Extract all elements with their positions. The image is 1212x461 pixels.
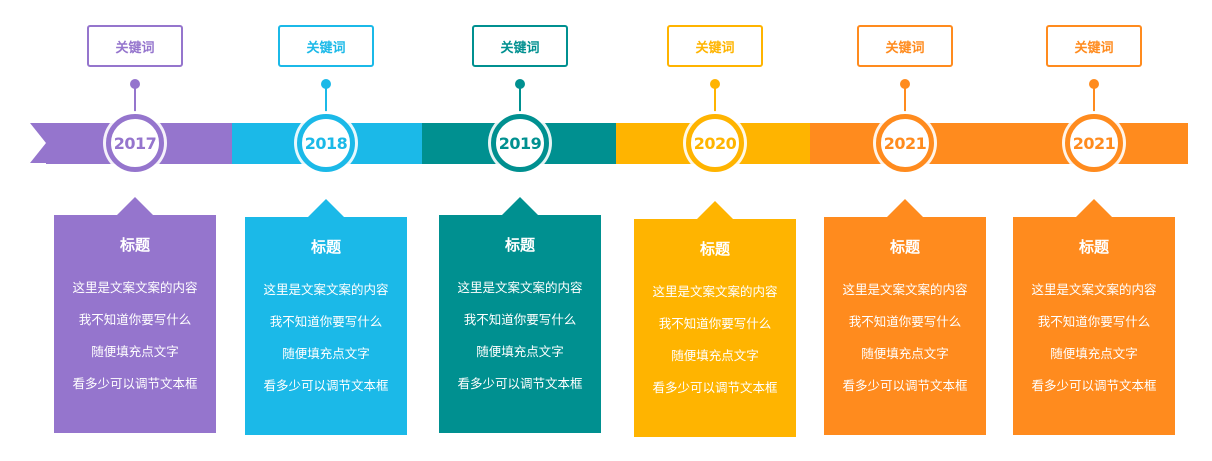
card-pointer <box>887 199 923 217</box>
card-title: 标题 <box>699 240 730 258</box>
keyword-box: 关键词 <box>278 25 374 67</box>
milestone-card: 标题这里是文案文案的内容我不知道你要写什么随便填充点文字看多少可以调节文本框 <box>1013 199 1175 435</box>
card-text-line: 看多少可以调节文本框 <box>1031 378 1157 393</box>
card-pointer <box>308 199 344 217</box>
card-text-line: 随便填充点文字 <box>861 346 949 361</box>
connector-stem <box>904 84 906 112</box>
connector-stem <box>519 84 521 112</box>
year-label: 2021 <box>1072 133 1116 153</box>
card-title: 标题 <box>1078 238 1109 256</box>
connector-pin <box>130 79 140 89</box>
year-label: 2017 <box>113 133 157 153</box>
milestone-card: 标题这里是文案文案的内容我不知道你要写什么随便填充点文字看多少可以调节文本框 <box>245 199 407 435</box>
card-text-line: 这里是文案文案的内容 <box>263 282 389 297</box>
card-text-line: 这里是文案文案的内容 <box>842 282 968 297</box>
connector-stem <box>1093 84 1095 112</box>
card-text-line: 这里是文案文案的内容 <box>1031 282 1157 297</box>
card-pointer <box>1076 199 1112 217</box>
keyword-box: 关键词 <box>667 25 763 67</box>
card-text-line: 看多少可以调节文本框 <box>457 376 583 391</box>
card-pointer <box>502 197 538 215</box>
card-text-line: 这里是文案文案的内容 <box>457 280 583 295</box>
year-badge: 2019 <box>491 114 549 172</box>
keyword-box: 关键词 <box>1046 25 1142 67</box>
card-text-line: 随便填充点文字 <box>282 346 370 361</box>
milestone-card: 标题这里是文案文案的内容我不知道你要写什么随便填充点文字看多少可以调节文本框 <box>634 201 796 437</box>
card-pointer <box>697 201 733 219</box>
card-text-line: 随便填充点文字 <box>1050 346 1138 361</box>
connector-pin <box>900 79 910 89</box>
connector-stem <box>325 84 327 112</box>
year-label: 2020 <box>693 133 737 153</box>
card-title: 标题 <box>119 236 150 254</box>
card-text-line: 看多少可以调节文本框 <box>263 378 389 393</box>
keyword-box: 关键词 <box>87 25 183 67</box>
connector-pin <box>515 79 525 89</box>
keyword-box: 关键词 <box>472 25 568 67</box>
card-text-line: 我不知道你要写什么 <box>463 312 577 327</box>
year-badge: 2021 <box>1065 114 1123 172</box>
card-title: 标题 <box>504 236 535 254</box>
connector-pin <box>710 79 720 89</box>
milestone-card: 标题这里是文案文案的内容我不知道你要写什么随便填充点文字看多少可以调节文本框 <box>824 199 986 435</box>
year-badge: 2018 <box>297 114 355 172</box>
year-label: 2021 <box>883 133 927 153</box>
connector-pin <box>1089 79 1099 89</box>
card-text-line: 这里是文案文案的内容 <box>72 280 198 295</box>
card-text-line: 看多少可以调节文本框 <box>652 380 778 395</box>
card-text-line: 看多少可以调节文本框 <box>842 378 968 393</box>
timeline-ribbon-tail <box>30 123 46 163</box>
card-text-line: 我不知道你要写什么 <box>1037 314 1151 329</box>
connector-pin <box>321 79 331 89</box>
year-badge: 2020 <box>686 114 744 172</box>
card-text-line: 随便填充点文字 <box>476 344 564 359</box>
year-label: 2018 <box>304 133 348 153</box>
card-title: 标题 <box>889 238 920 256</box>
card-text-line: 看多少可以调节文本框 <box>72 376 198 391</box>
year-badge: 2017 <box>106 114 164 172</box>
card-text-line: 这里是文案文案的内容 <box>652 284 778 299</box>
card-text-line: 我不知道你要写什么 <box>658 316 772 331</box>
milestone-card: 标题这里是文案文案的内容我不知道你要写什么随便填充点文字看多少可以调节文本框 <box>54 197 216 433</box>
connector-stem <box>134 84 136 112</box>
card-text-line: 随便填充点文字 <box>91 344 179 359</box>
card-pointer <box>117 197 153 215</box>
milestone-card: 标题这里是文案文案的内容我不知道你要写什么随便填充点文字看多少可以调节文本框 <box>439 197 601 433</box>
year-label: 2019 <box>498 133 542 153</box>
year-badge: 2021 <box>876 114 934 172</box>
connector-stem <box>714 84 716 112</box>
card-text-line: 随便填充点文字 <box>671 348 759 363</box>
keyword-box: 关键词 <box>857 25 953 67</box>
card-title: 标题 <box>310 238 341 256</box>
card-text-line: 我不知道你要写什么 <box>78 312 192 327</box>
card-text-line: 我不知道你要写什么 <box>848 314 962 329</box>
card-text-line: 我不知道你要写什么 <box>269 314 383 329</box>
